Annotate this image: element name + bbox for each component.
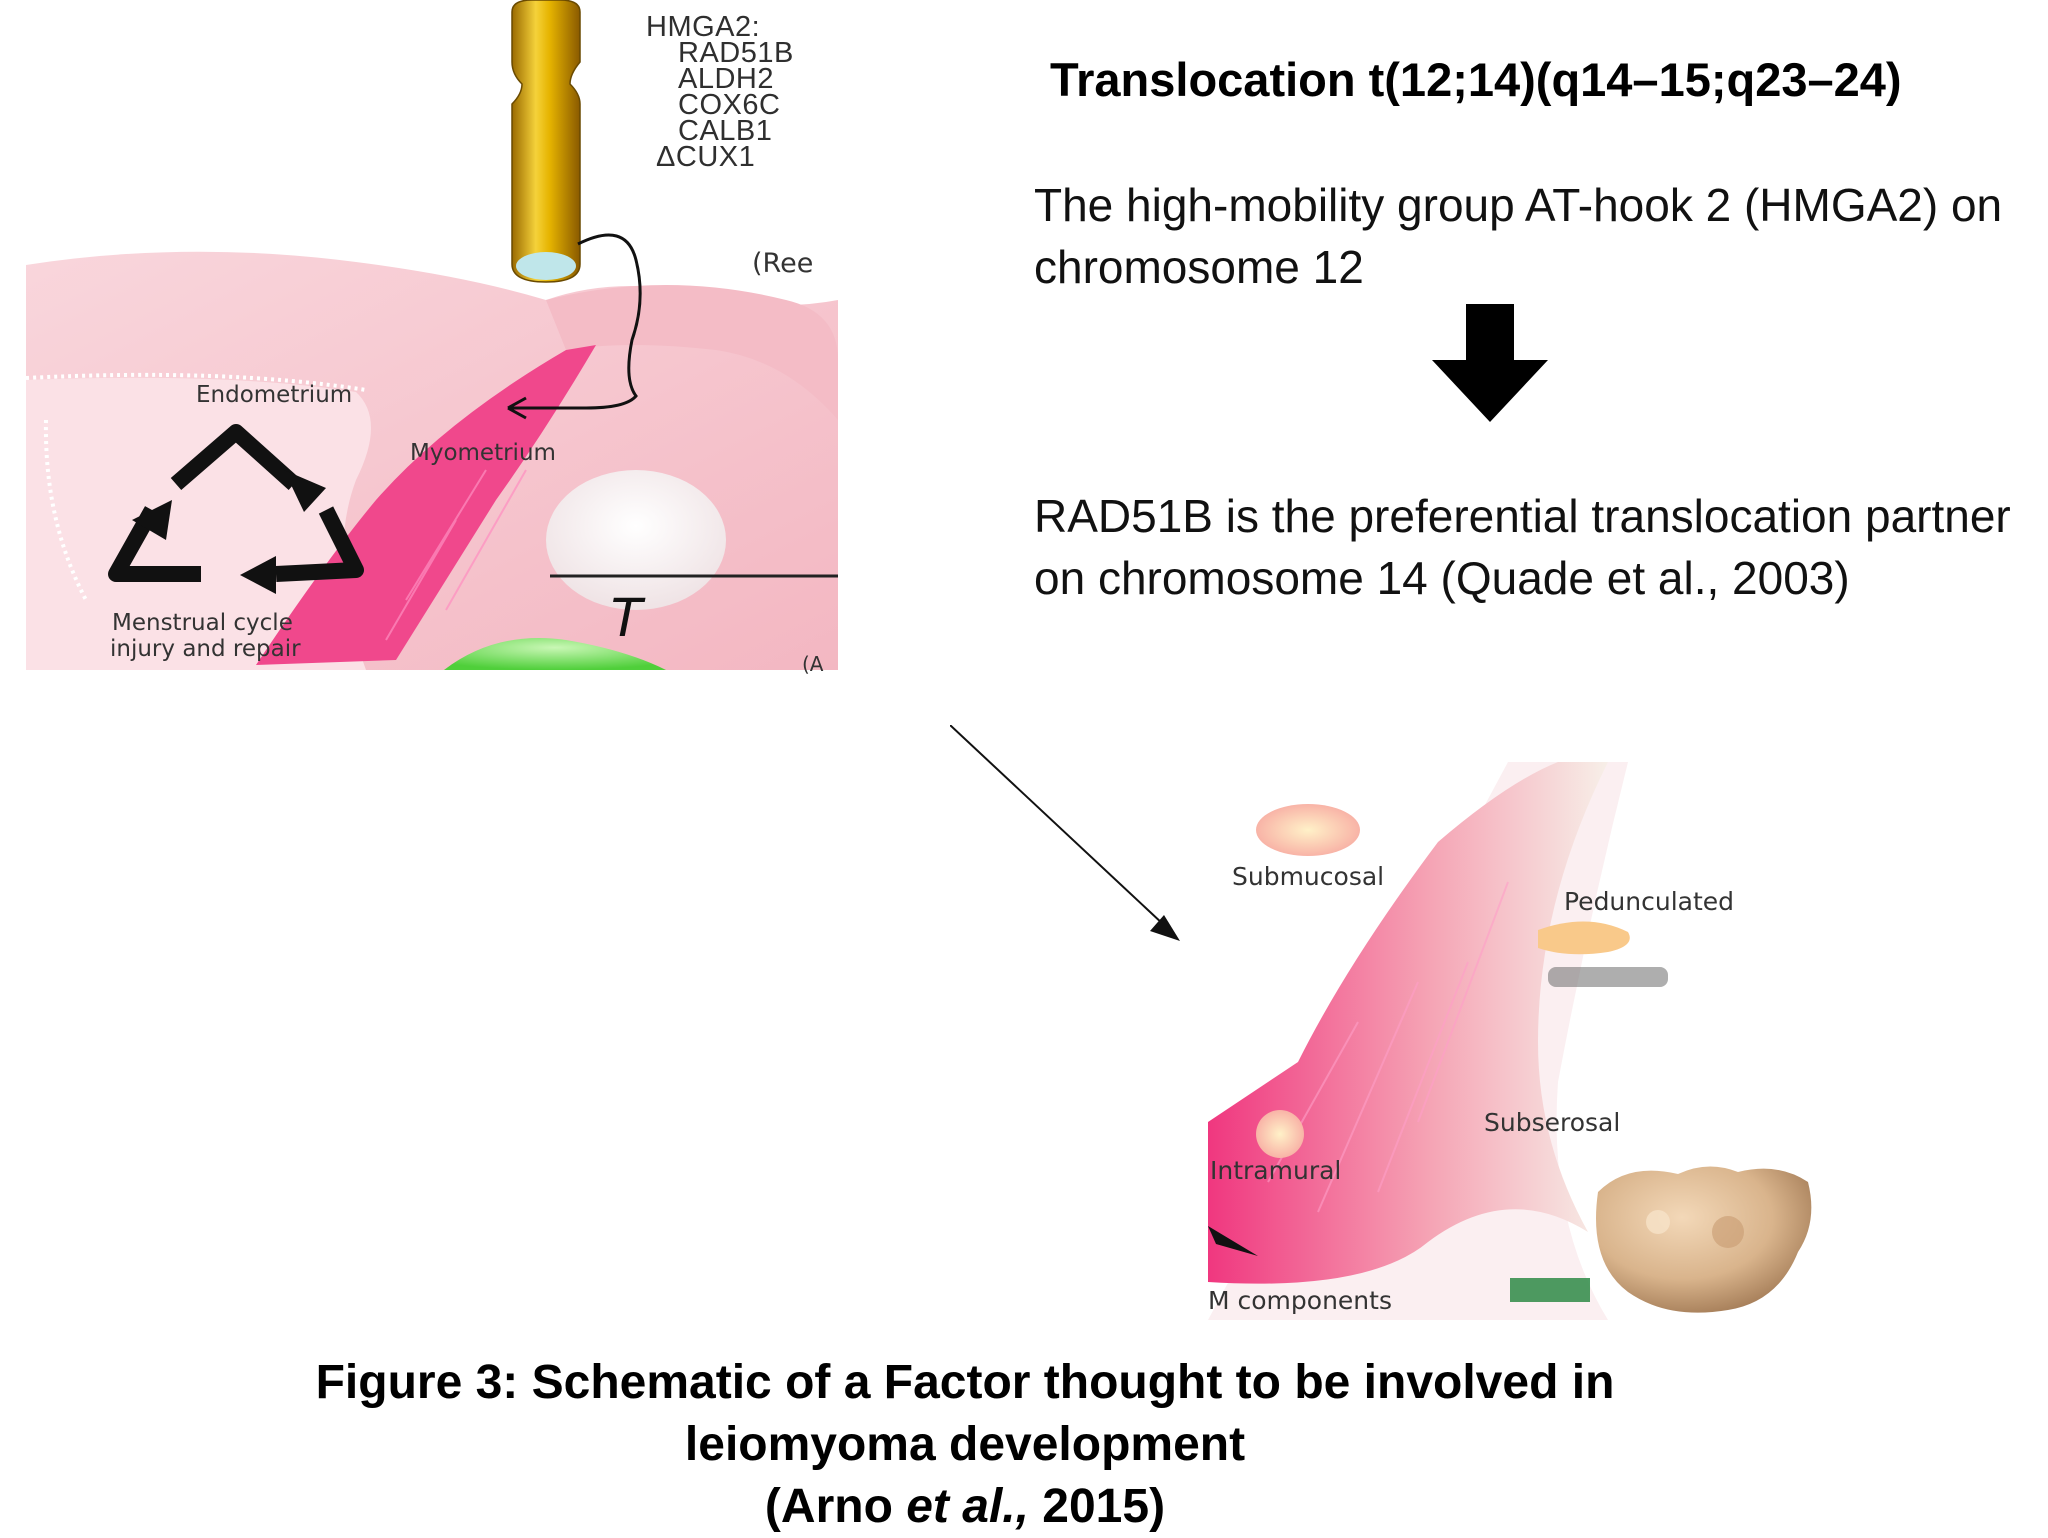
gene-header: HMGA2:	[646, 11, 761, 43]
partial-label: (A	[802, 652, 824, 676]
cycle-arrows-icon	[108, 424, 364, 582]
uterus-illustration: HMGA2: RAD51B ALDH2 COX6C CALB1 ΔCUX1 En…	[25, 0, 838, 676]
fallopian-tube	[546, 285, 838, 420]
rad51b-description: RAD51B is the preferential translocation…	[1034, 490, 2011, 604]
down-arrow-icon	[1432, 304, 1548, 422]
subserosal-label: Subserosal	[1484, 1108, 1621, 1137]
gene-item: CALB1	[678, 115, 773, 147]
submucosal-label: Submucosal	[1232, 862, 1385, 891]
gene-item: COX6C	[678, 89, 781, 121]
m-components-label: M components	[1208, 1286, 1392, 1315]
fibroid-types-illustration: Submucosal Pedunculated Subserosal Intra…	[1208, 762, 1858, 1320]
pedunculated-fibroid	[1538, 921, 1630, 955]
gene-item: ALDH2	[678, 63, 774, 95]
translocation-heading: Translocation t(12;14)(q14–15;q23–24)	[1050, 53, 1902, 106]
myometrium-band	[256, 345, 596, 665]
pointer-arrow-icon	[950, 725, 1180, 941]
caption-line-2: leiomyoma development	[684, 1418, 1246, 1471]
connector-line	[508, 233, 642, 410]
citation-author: (Arno	[764, 1480, 907, 1533]
endometrium-lining	[25, 372, 367, 392]
chromosome	[511, 0, 581, 283]
caption-line-1: Figure 3: Schematic of a Factor thought …	[315, 1356, 1615, 1409]
intramural-fibroid	[1256, 1110, 1304, 1158]
uterus-drawing	[25, 0, 838, 670]
small-arrow-icon	[1208, 1226, 1258, 1256]
green-nodule	[444, 638, 666, 670]
citation-et-al: et al.,	[906, 1480, 1029, 1533]
caption-citation: (Arno et al., 2015)	[160, 1476, 1770, 1538]
uterine-wall	[1208, 762, 1608, 1284]
excised-fibroid	[1596, 1166, 1812, 1313]
figure-caption: Figure 3: Schematic of a Factor thought …	[160, 1352, 1770, 1538]
submucosal-fibroid	[1256, 804, 1360, 856]
myometrium-label: Myometrium	[410, 440, 556, 466]
pedunculated-label: Pedunculated	[1564, 887, 1735, 916]
t-label: T	[608, 585, 643, 648]
cycle-label-line1: Menstrual cycle	[112, 610, 293, 636]
intramural-label: Intramural	[1210, 1156, 1342, 1185]
endometrium-label: Endometrium	[196, 382, 353, 408]
citation-year: 2015)	[1028, 1480, 1166, 1533]
gene-item: ΔCUX1	[656, 141, 756, 173]
green-block	[1510, 1278, 1590, 1302]
gene-item: RAD51B	[678, 37, 794, 69]
hmga2-description: The high-mobility group AT-hook 2 (HMGA2…	[1034, 179, 2003, 293]
gene-list: HMGA2: RAD51B ALDH2 COX6C CALB1 ΔCUX1	[646, 11, 794, 173]
fibroid-drawing	[1208, 762, 1812, 1320]
reference-fragment: (Ree	[752, 248, 814, 279]
endometrium-cavity	[26, 377, 371, 670]
cycle-label-line2: injury and repair	[110, 636, 301, 662]
